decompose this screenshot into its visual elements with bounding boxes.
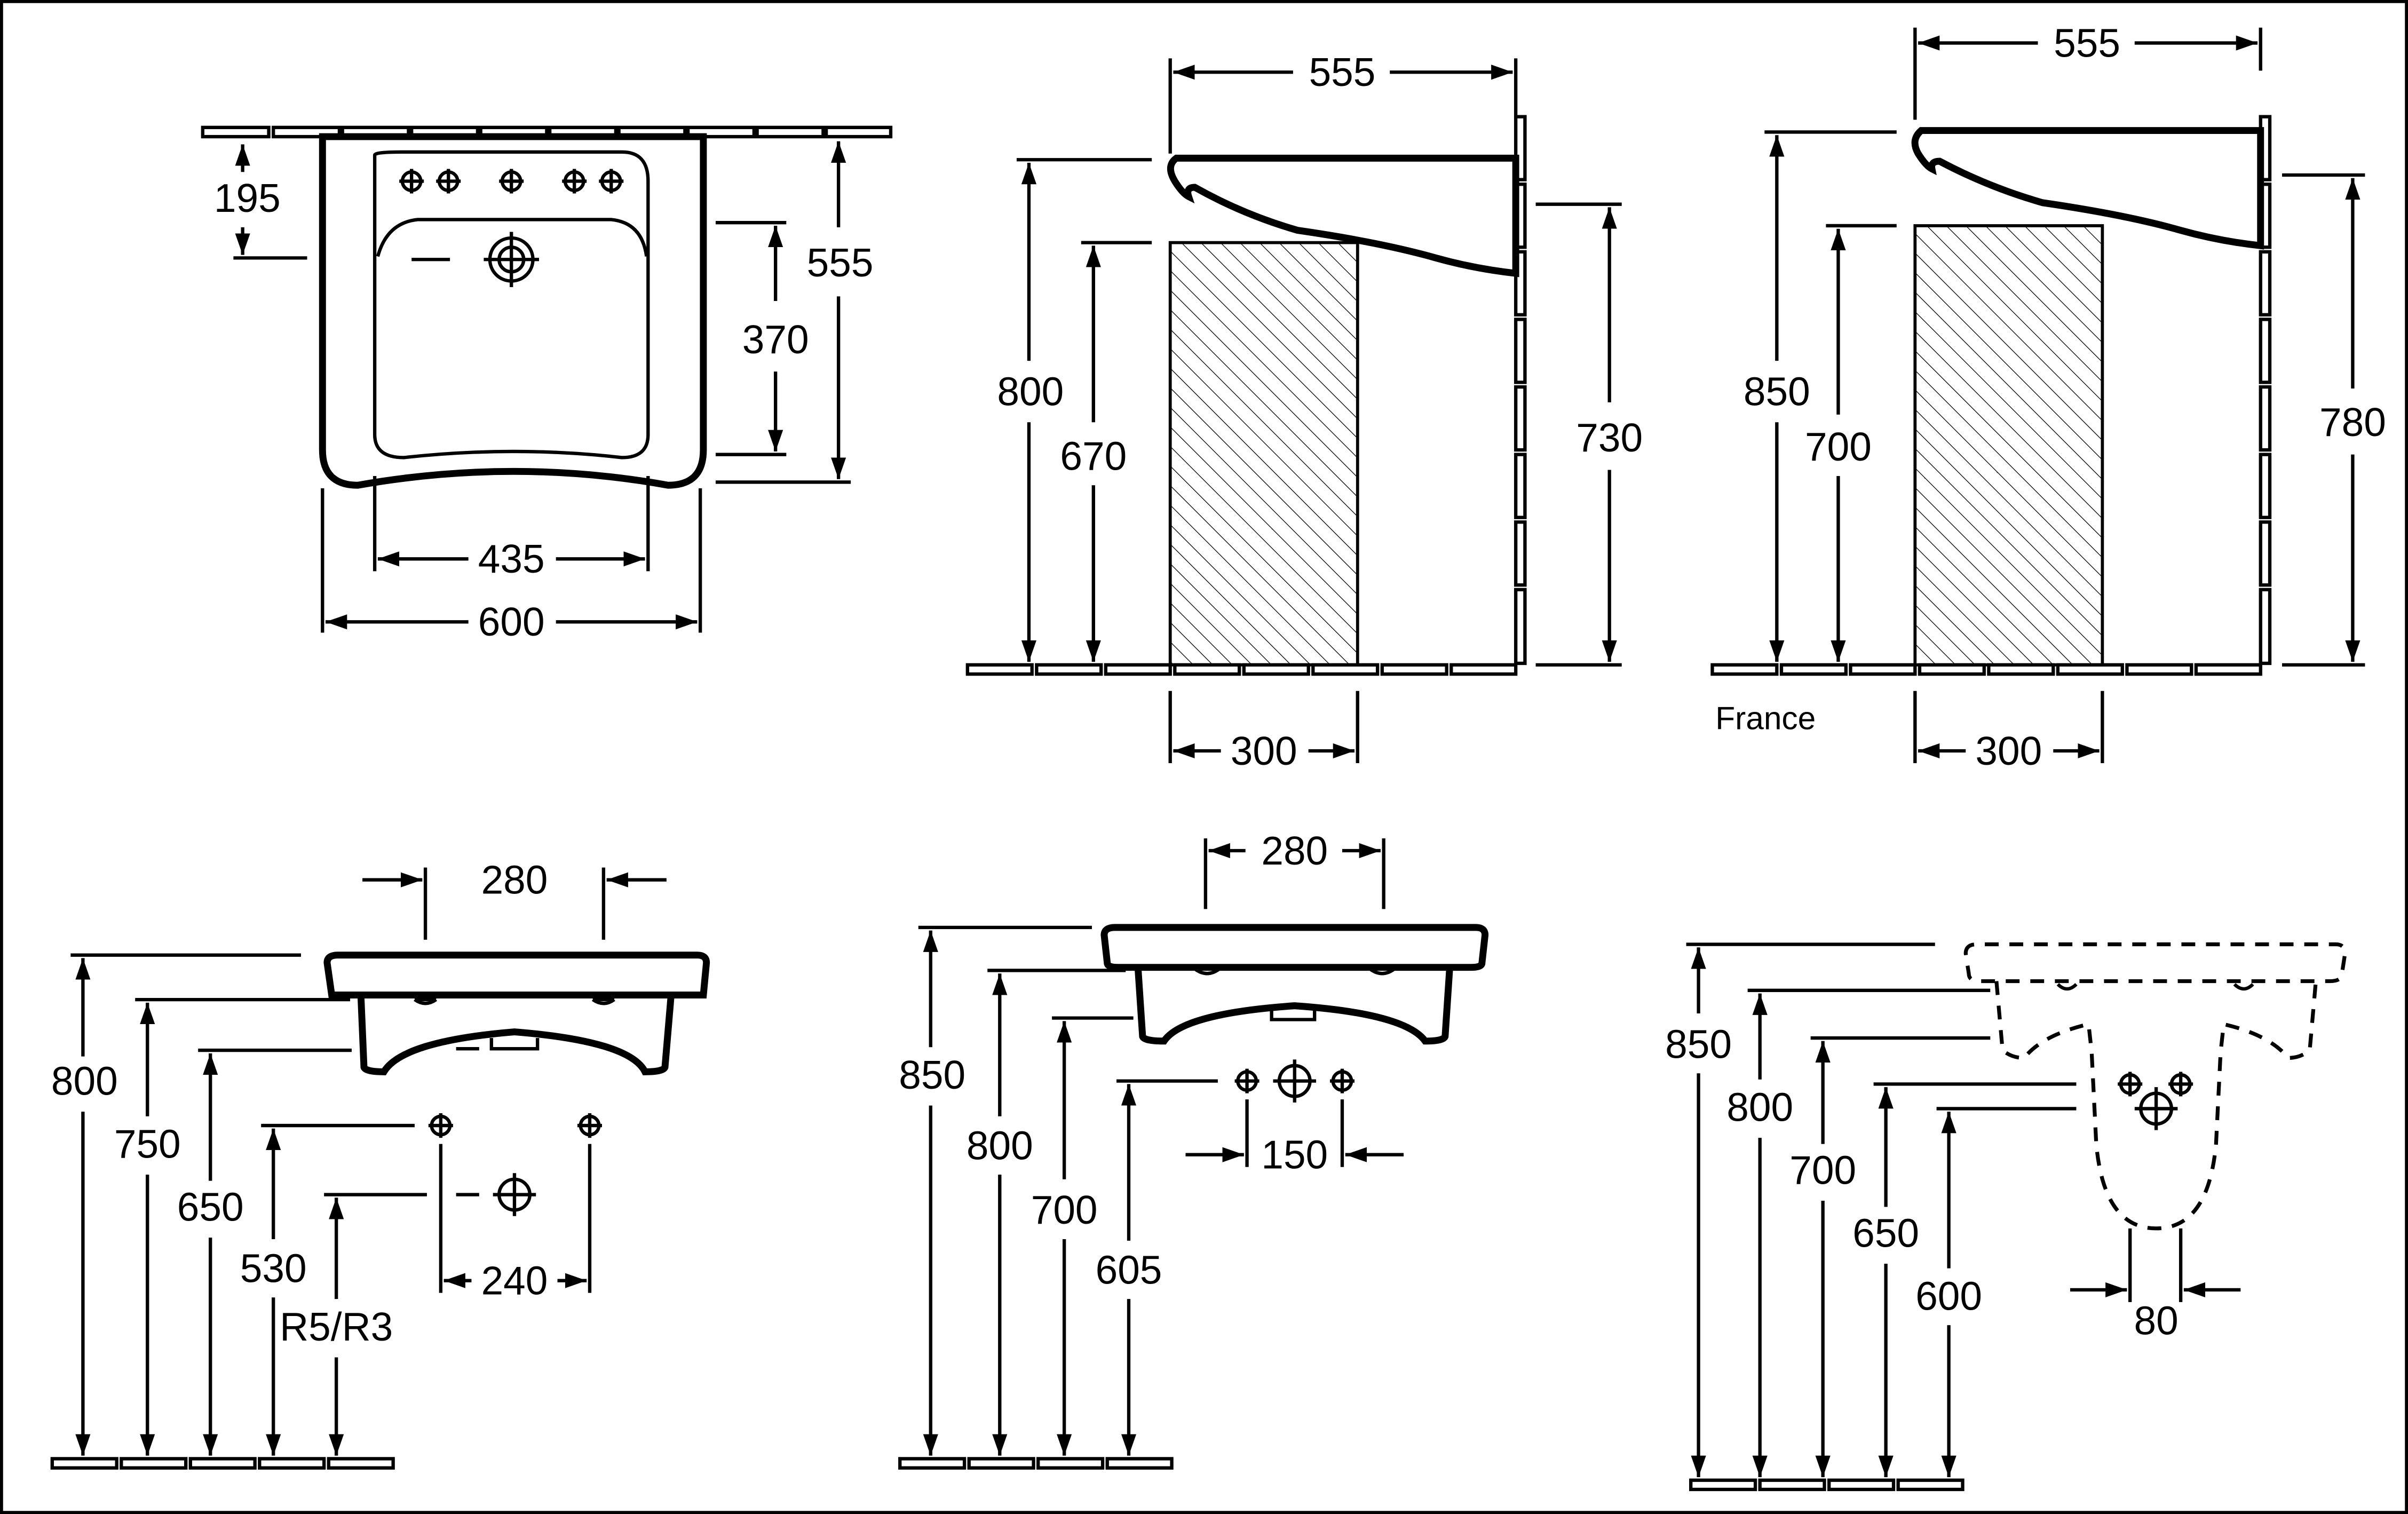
overflow-drain-icon <box>411 232 540 288</box>
dim-650-front-3: 650 <box>1852 1210 1919 1255</box>
dim-670: 670 <box>1060 433 1127 478</box>
basin-front-1 <box>323 952 710 998</box>
dim-195: 195 <box>214 176 281 220</box>
dim-750: 750 <box>114 1121 181 1166</box>
dim-800-front-1: 800 <box>51 1059 118 1104</box>
dim-700-front-2: 700 <box>1031 1187 1098 1232</box>
dim-730: 730 <box>1576 415 1643 460</box>
dim-700-front-3: 700 <box>1789 1147 1856 1192</box>
tap-hole-icons <box>399 169 624 194</box>
basin-front-2 <box>1100 924 1489 971</box>
pedestal-hatch-2 <box>1913 224 2104 667</box>
pedestal-front-2 <box>1134 967 1453 1045</box>
dim-600: 600 <box>478 599 545 644</box>
top-plan-view: 195 370 555 435 600 <box>201 125 893 644</box>
dim-605: 605 <box>1096 1247 1162 1292</box>
dim-650-front-1: 650 <box>177 1184 244 1229</box>
pedestal-front-1 <box>357 994 675 1075</box>
connection-holes-1 <box>428 1113 602 1216</box>
front-view-850: 280 850 800 700 605 150 <box>898 828 1489 1470</box>
dim-370: 370 <box>742 317 809 362</box>
wall-tiles-side-1 <box>1514 115 1527 665</box>
dim-850-front-3: 850 <box>1665 1021 1732 1066</box>
dim-r5-r3: R5/R3 <box>280 1304 393 1349</box>
dim-280-front-2: 280 <box>1261 828 1328 873</box>
dim-150: 150 <box>1261 1132 1328 1177</box>
pedestal-hatch-1 <box>1168 241 1359 667</box>
side-view-standard: 555 800 670 730 300 <box>965 50 1643 773</box>
dim-300-side-1: 300 <box>1231 728 1297 773</box>
basin-profile-1 <box>1167 154 1519 278</box>
front-view-800: 280 800 750 650 530 R5/R3 240 <box>50 858 710 1470</box>
side-view-france: 555 850 700 780 300 France <box>1710 20 2386 773</box>
dim-850-side-2: 850 <box>1744 369 1810 414</box>
france-label: France <box>1715 700 1816 736</box>
pedestal-front-dashed <box>1994 981 2318 1231</box>
dim-600-front-3: 600 <box>1915 1273 1982 1318</box>
dim-555-top: 555 <box>807 240 874 285</box>
dim-300-side-2: 300 <box>1975 728 2042 773</box>
floor-tiles-side-2 <box>1710 663 2262 676</box>
dim-435: 435 <box>478 536 545 581</box>
dim-700-side-2: 700 <box>1805 424 1872 469</box>
dim-800-front-2: 800 <box>967 1123 1033 1168</box>
basin-front-dashed <box>1963 942 2347 984</box>
dim-800-front-3: 800 <box>1726 1084 1793 1129</box>
connection-holes-2 <box>1234 1059 1354 1103</box>
dim-555-side-1: 555 <box>1309 50 1376 94</box>
floor-tiles-front-3 <box>1689 1478 1965 1492</box>
basin-outline <box>319 133 707 489</box>
bowl-inner-line <box>376 218 648 257</box>
dim-280-front-1: 280 <box>481 858 548 902</box>
floor-tiles-front-2 <box>898 1457 1174 1470</box>
dim-80: 80 <box>2134 1298 2178 1343</box>
dim-530: 530 <box>240 1246 307 1291</box>
dim-780: 780 <box>2319 400 2386 445</box>
floor-tiles-front-1 <box>50 1457 395 1470</box>
connection-holes-3 <box>2118 1072 2193 1130</box>
basin-profile-2 <box>1911 127 2264 250</box>
dim-555-side-2: 555 <box>2054 20 2120 65</box>
dim-240: 240 <box>481 1258 548 1303</box>
front-view-dashed: 850 800 700 650 600 80 <box>1665 942 2347 1492</box>
dim-850-front-2: 850 <box>899 1052 965 1097</box>
dim-800-side-1: 800 <box>997 369 1064 414</box>
bowl-outline <box>373 150 650 459</box>
